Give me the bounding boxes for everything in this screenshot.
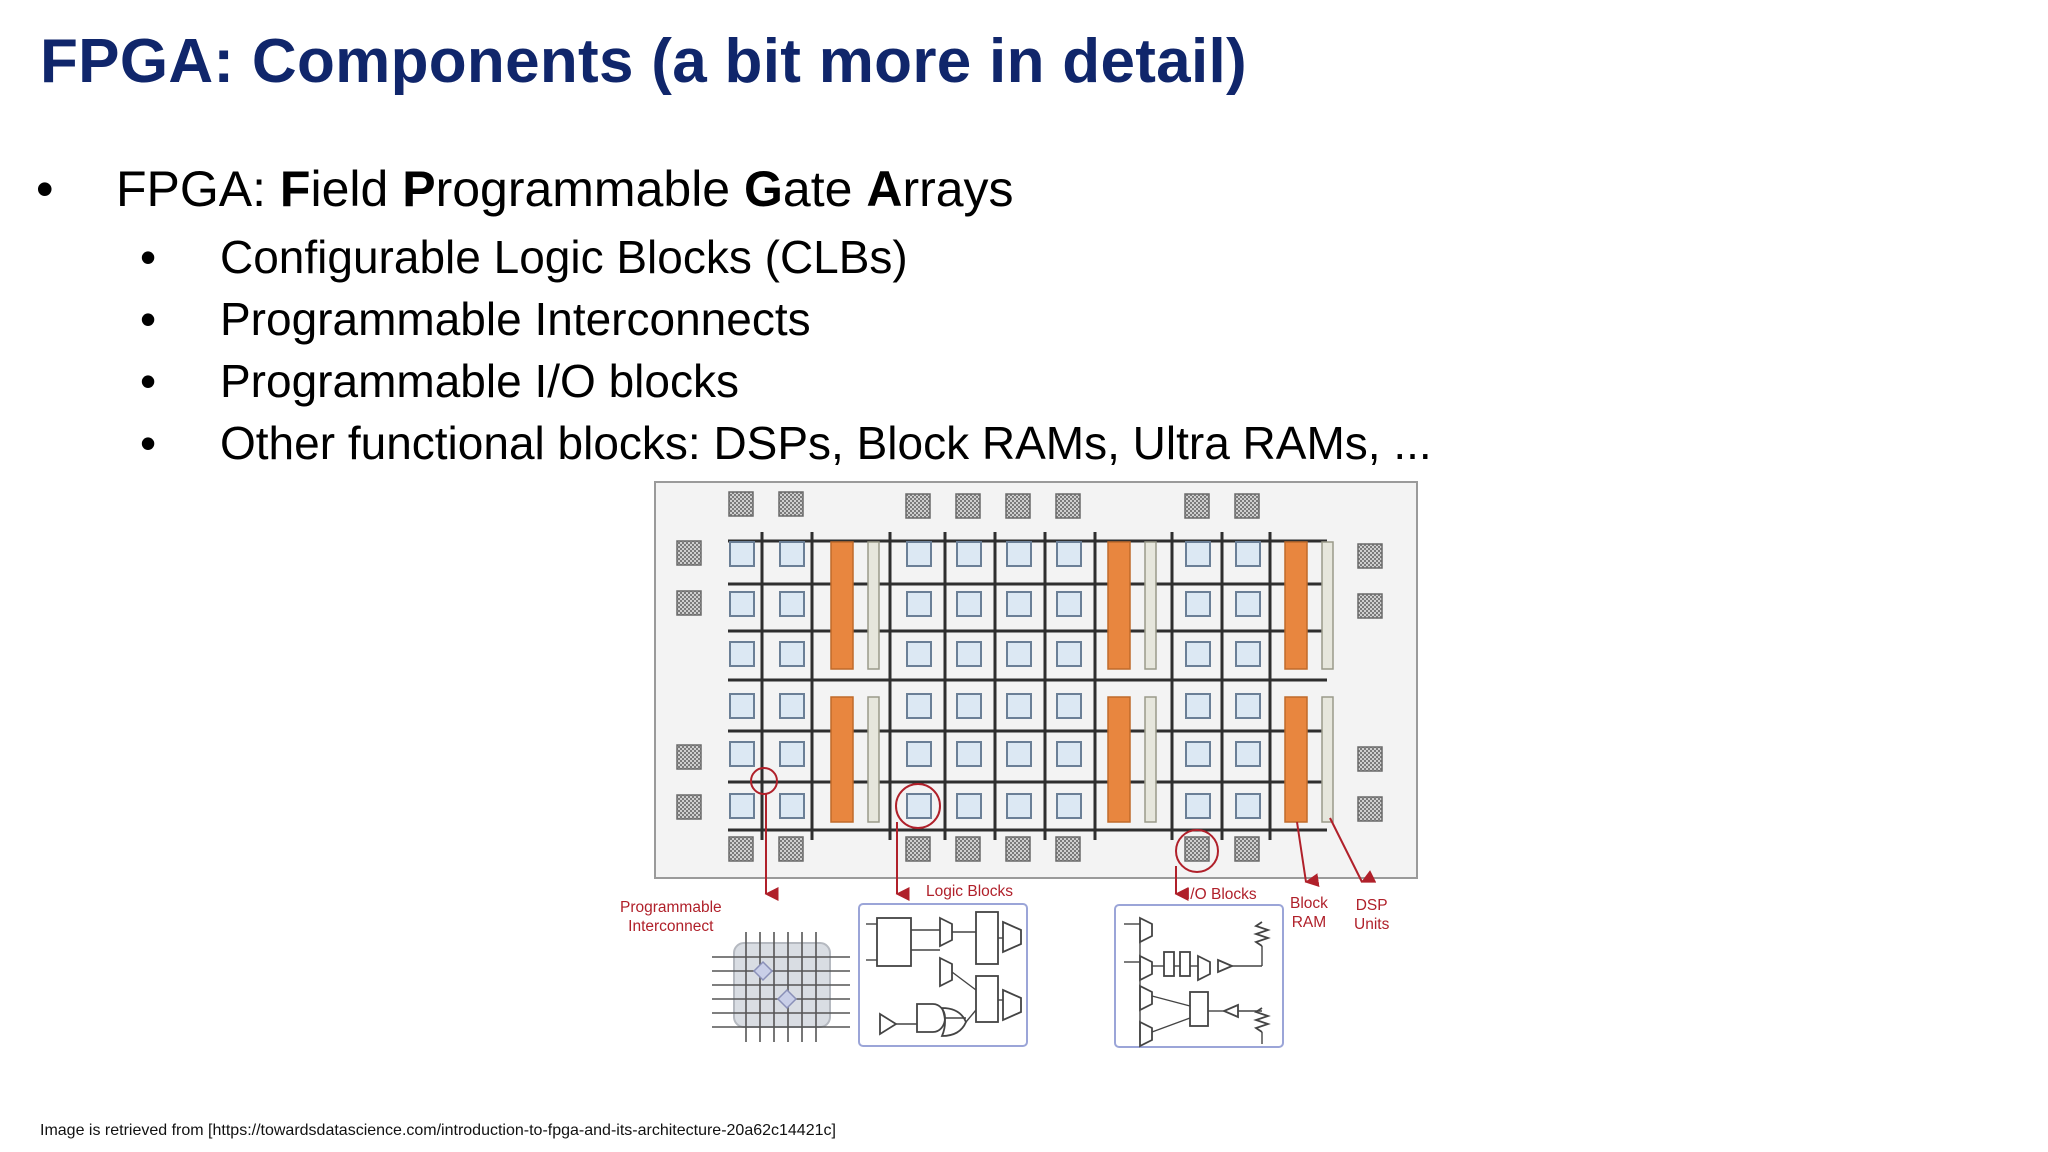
io-pads <box>676 491 1383 862</box>
bullet-marker: • <box>140 355 157 407</box>
bullet-marker: • <box>140 231 157 283</box>
acronym-letter-g: G <box>744 161 783 217</box>
bullet-marker: • <box>36 161 54 217</box>
label-line: Interconnect <box>628 918 714 935</box>
word-rest: rogrammable <box>435 161 745 217</box>
routing-grid <box>728 532 1327 840</box>
acronym-letter-a: A <box>866 161 903 217</box>
block-ram-columns <box>830 541 1308 823</box>
label-logic-blocks: Logic Blocks <box>926 883 1014 900</box>
label-line: Block <box>1290 895 1328 912</box>
slide-title: FPGA: Components (a bit more in detail) <box>40 27 1247 96</box>
label-line: Units <box>1354 916 1390 933</box>
word-rest: ield <box>310 161 403 217</box>
sub-bullet-text: Programmable Interconnects <box>220 293 811 345</box>
sub-bullet-text: Configurable Logic Blocks (CLBs) <box>220 231 908 283</box>
io-block-detail <box>1114 904 1284 1048</box>
callout-circles <box>750 767 1219 873</box>
label-line: Programmable <box>620 899 722 916</box>
sub-bullet-text: Programmable I/O blocks <box>220 355 739 407</box>
label-block-ram: Block RAM <box>1290 894 1328 932</box>
label-line: DSP <box>1355 897 1388 914</box>
image-source-caption: Image is retrieved from [https://towards… <box>40 1122 836 1139</box>
word-rest: rrays <box>902 161 1014 217</box>
interconnect-detail <box>712 932 850 1042</box>
acronym-letter-f: F <box>279 161 311 217</box>
bullet-marker: • <box>140 293 157 345</box>
acronym-letter-p: P <box>402 161 436 217</box>
word-rest: ate <box>782 161 867 217</box>
bullet-fpga-text: FPGA: Field Programmable Gate Arrays <box>116 160 1014 218</box>
dsp-columns <box>867 541 1334 823</box>
label-dsp-units: DSP Units <box>1354 896 1389 934</box>
logic-block-tiles <box>729 541 1261 819</box>
bullet-marker: • <box>140 417 157 469</box>
label-io-blocks: I/O Blocks <box>1186 886 1257 903</box>
logic-block-detail <box>858 903 1028 1047</box>
label-line: RAM <box>1291 914 1327 931</box>
bullet-prefix: FPGA: <box>116 161 280 217</box>
sub-bullet-text: Other functional blocks: DSPs, Block RAM… <box>220 417 1432 469</box>
callout-arrows <box>764 794 1377 901</box>
label-programmable-interconnect: Programmable Interconnect <box>620 898 722 936</box>
